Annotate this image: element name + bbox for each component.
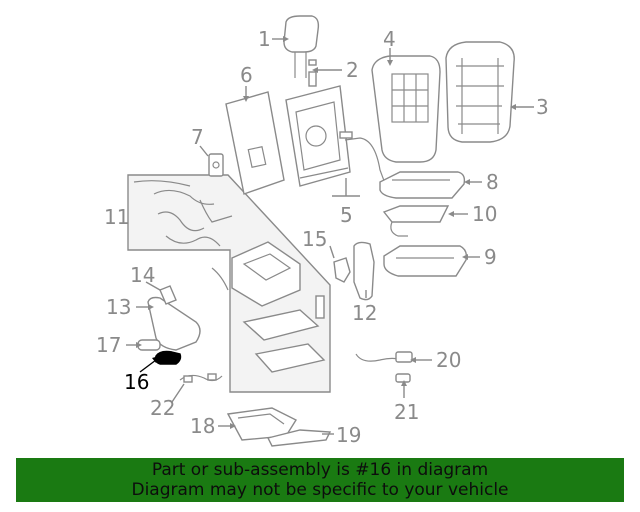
leader-lines	[126, 36, 534, 435]
side-shield-part-13[interactable]	[147, 296, 201, 351]
latch-part-7[interactable]	[208, 153, 224, 177]
callout-10[interactable]: 10	[472, 202, 497, 226]
callout-14[interactable]: 14	[130, 263, 155, 287]
callout-15[interactable]: 15	[302, 227, 327, 251]
heater-pad-part-10[interactable]	[382, 205, 450, 237]
base-bracket-part-18[interactable]	[226, 407, 298, 441]
callout-8[interactable]: 8	[486, 170, 499, 194]
seatback-cover-part-3[interactable]	[445, 41, 515, 143]
callout-21[interactable]: 21	[394, 400, 419, 424]
rail-cover-part-19[interactable]	[266, 429, 332, 447]
callout-16[interactable]: 16	[124, 370, 149, 394]
cushion-cover-part-9[interactable]	[383, 245, 468, 277]
callout-9[interactable]: 9	[484, 245, 497, 269]
callout-20[interactable]: 20	[436, 348, 461, 372]
callout-2[interactable]: 2	[346, 58, 359, 82]
seatback-pad-part-4[interactable]	[371, 55, 441, 163]
seat-frame-assembly-part-11[interactable]	[133, 180, 326, 373]
callout-4[interactable]: 4	[383, 27, 396, 51]
headrest-part-1[interactable]	[283, 15, 320, 78]
callout-3[interactable]: 3	[536, 95, 549, 119]
recliner-handle-part-16[interactable]	[154, 350, 182, 365]
callout-22[interactable]: 22	[150, 396, 175, 420]
callout-11[interactable]: 11	[104, 205, 129, 229]
callout-18[interactable]: 18	[190, 414, 215, 438]
callout-12[interactable]: 12	[352, 301, 377, 325]
callout-13[interactable]: 13	[106, 295, 131, 319]
banner-line-1: Part or sub-assembly is #16 in diagram	[151, 460, 489, 480]
headrest-guide-part-2[interactable]	[308, 59, 317, 87]
info-banner: Part or sub-assembly is #16 in diagram D…	[16, 458, 624, 502]
seat-cushion-part-8[interactable]	[379, 171, 466, 199]
connector-part-21[interactable]	[395, 373, 411, 383]
bracket-part-15[interactable]	[333, 257, 351, 283]
callout-7[interactable]: 7	[191, 125, 204, 149]
trim-part-14[interactable]	[159, 285, 177, 305]
callout-1[interactable]: 1	[258, 27, 271, 51]
callout-5[interactable]: 5	[340, 203, 353, 227]
seatback-panel-part-6[interactable]	[225, 91, 285, 195]
callout-19[interactable]: 19	[336, 423, 361, 447]
wiring-harness-part-22[interactable]	[179, 373, 223, 383]
side-panel-part-12[interactable]	[353, 241, 375, 301]
banner-line-2: Diagram may not be specific to your vehi…	[131, 480, 509, 500]
harness-part-20[interactable]	[355, 351, 413, 363]
callout-6[interactable]: 6	[240, 63, 253, 87]
callout-17[interactable]: 17	[96, 333, 121, 357]
seatback-frame-part-5[interactable]	[285, 85, 387, 187]
